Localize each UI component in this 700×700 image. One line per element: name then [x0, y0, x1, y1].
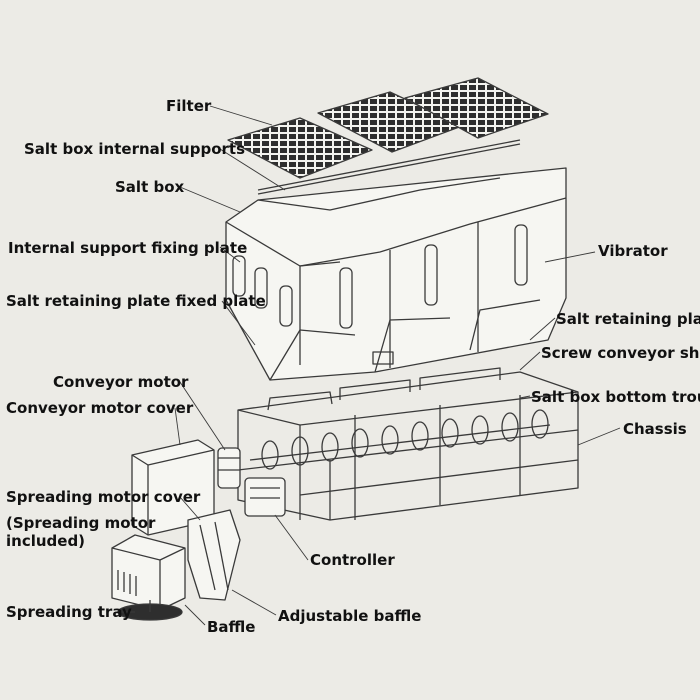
filter-panels: [227, 77, 549, 195]
label-salt-box-bottom-trough: Salt box bottom trough: [531, 388, 700, 406]
label-controller: Controller: [310, 551, 395, 569]
label-spreading-tray: Spreading tray: [6, 603, 132, 621]
label-vibrator: Vibrator: [598, 242, 668, 260]
label-spreading-motor-line2: included): [6, 532, 86, 550]
label-salt-retaining-plate: Salt retaining plate: [556, 310, 700, 328]
label-adjustable-baffle: Adjustable baffle: [278, 607, 422, 625]
label-spreading-motor-included: (Spreading motor included): [6, 514, 156, 550]
spreading-motor-cover: [111, 534, 186, 611]
label-salt-retaining-plate-fixed-plate: Salt retaining plate fixed plate: [6, 292, 266, 310]
label-screw-conveyor-shaft: Screw conveyor shaft: [541, 344, 700, 362]
controller-box: [244, 477, 286, 517]
label-internal-support-fixing-plate: Internal support fixing plate: [8, 239, 248, 257]
label-salt-box-internal-supports: Salt box internal supports: [24, 140, 246, 158]
label-conveyor-motor-cover: Conveyor motor cover: [6, 399, 194, 417]
label-spreading-motor-cover: Spreading motor cover: [6, 488, 201, 506]
label-chassis: Chassis: [623, 420, 687, 438]
baffle-plates: [187, 509, 241, 601]
label-filter: Filter: [166, 97, 212, 115]
conveyor-motor-cover: [131, 439, 215, 536]
label-spreading-motor-line1: (Spreading motor: [6, 514, 156, 532]
label-salt-box: Salt box: [115, 178, 185, 196]
conveyor-motor: [217, 447, 241, 489]
label-conveyor-motor: Conveyor motor: [53, 373, 189, 391]
screw-conveyor: [249, 409, 551, 470]
label-baffle: Baffle: [207, 618, 256, 636]
leader-lines: [117, 105, 621, 626]
salt-box: [225, 167, 567, 381]
chassis-frame: [237, 367, 579, 521]
